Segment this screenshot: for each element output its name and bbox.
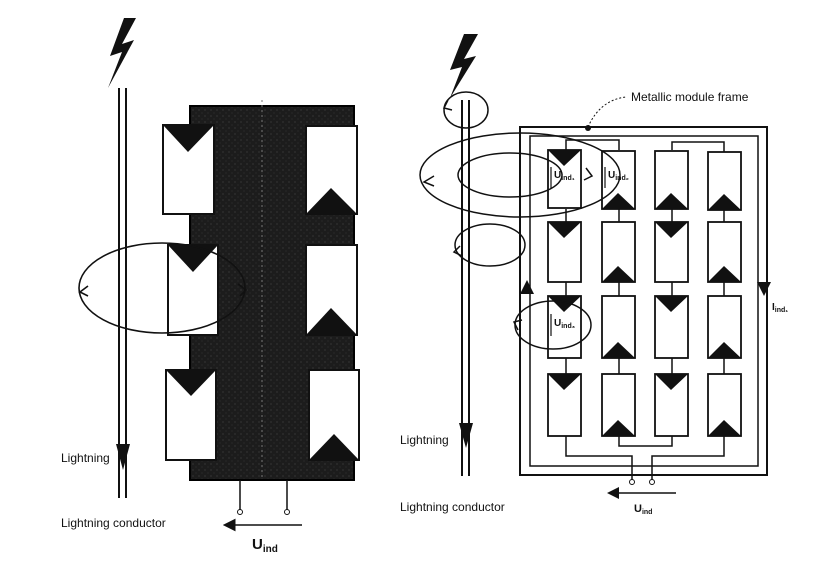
magnetic-field-loop xyxy=(78,242,246,334)
pv-cell xyxy=(547,373,582,437)
frame-induced-current-label: Iind₁ xyxy=(772,302,789,314)
metallic-module-frame xyxy=(519,126,768,476)
pv-cell xyxy=(305,125,358,215)
pv-cell xyxy=(601,373,636,437)
induced-voltage-label: Uind xyxy=(252,536,278,555)
pv-cell xyxy=(707,295,742,359)
pv-cell xyxy=(707,151,742,211)
pv-cell xyxy=(601,221,636,283)
lightning-arrow-icon xyxy=(459,423,473,448)
pv-cell xyxy=(707,221,742,283)
lightning-label: Lightning xyxy=(61,451,110,465)
lightning-conductor xyxy=(459,100,473,476)
pv-cell xyxy=(654,295,689,359)
pv-cell xyxy=(654,221,689,283)
output-terminals xyxy=(222,480,302,532)
pv-cell xyxy=(601,295,636,359)
cell-induced-voltage-1: Uind₁ xyxy=(554,170,575,182)
lightning-bolt-icon xyxy=(108,18,136,88)
lightning-label: Lightning xyxy=(400,433,449,447)
pv-cell xyxy=(165,369,217,461)
cell-induced-voltage-2: Uind₂ xyxy=(608,170,629,182)
left-panel xyxy=(78,18,360,532)
loop-direction-arrows xyxy=(422,99,594,331)
pv-cell xyxy=(308,369,360,461)
lightning-bolt-icon xyxy=(450,34,478,98)
pv-cell xyxy=(547,221,582,283)
lightning-conductor-label: Lightning conductor xyxy=(61,516,166,530)
pv-cell xyxy=(654,373,689,437)
cell-interconnects xyxy=(565,139,725,480)
pv-cell xyxy=(654,150,689,210)
lightning-conductor-label: Lightning conductor xyxy=(400,500,505,514)
pv-cell xyxy=(547,149,582,209)
pv-cell xyxy=(162,124,215,215)
right-panel xyxy=(419,34,771,499)
pv-cell xyxy=(167,244,219,336)
pv-cell xyxy=(707,373,742,437)
pv-cell xyxy=(601,150,636,210)
frame-current-arrow-icon xyxy=(757,282,771,296)
pv-cell xyxy=(305,244,358,336)
frame-current-arrow-icon xyxy=(520,280,534,294)
metallic-module-frame-label: Metallic module frame xyxy=(631,90,749,104)
cell-induced-voltage-3: Uind₃ xyxy=(554,318,575,330)
frame-label-leader xyxy=(587,96,627,128)
frame-connection-point xyxy=(585,125,591,131)
lightning-arrow-icon xyxy=(116,444,130,470)
output-terminals xyxy=(607,479,676,499)
induced-voltage-label: Uind xyxy=(634,503,653,516)
lightning-conductor xyxy=(116,88,130,498)
